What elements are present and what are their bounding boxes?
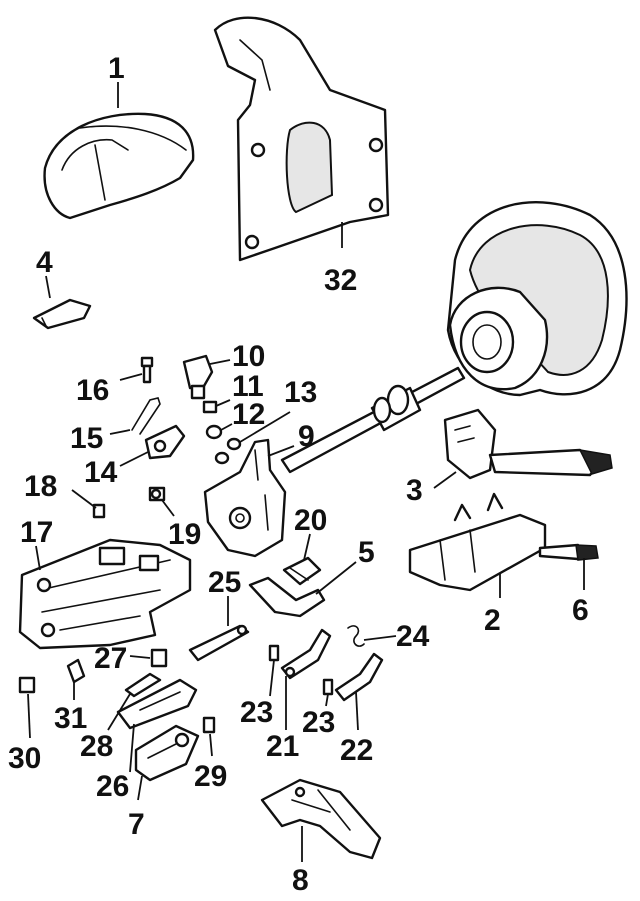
part-11-retainer [202, 400, 218, 414]
part-26-rack [116, 678, 198, 730]
callout-19: 19 [168, 518, 201, 551]
part-32-bracket [213, 16, 390, 262]
callout-18: 18 [24, 470, 57, 503]
part-15-rod [131, 397, 161, 435]
callout-30: 30 [8, 742, 41, 775]
callout-22: 22 [340, 734, 373, 767]
callout-13: 13 [284, 376, 317, 409]
part-10-lock-cylinder [182, 354, 214, 400]
steering-wheel [446, 201, 628, 397]
part-3-multifunction-switch [443, 408, 613, 480]
callout-5: 5 [358, 536, 375, 569]
part-7-actuator-housing [134, 724, 200, 782]
callout-3: 3 [406, 474, 423, 507]
part-21-shift-lever [280, 628, 332, 680]
callout-12: 12 [232, 398, 265, 431]
callout-6: 6 [572, 594, 589, 627]
callout-32: 32 [324, 264, 357, 297]
callout-31: 31 [54, 702, 87, 735]
part-23-pin-right [322, 678, 334, 696]
callout-10: 10 [232, 340, 265, 373]
callout-20: 20 [294, 504, 327, 537]
part-22-lever [334, 652, 384, 702]
part-13-screw [226, 437, 242, 451]
callout-24: 24 [396, 620, 430, 653]
callout-15: 15 [70, 422, 103, 455]
callout-1: 1 [108, 52, 125, 85]
callout-7: 7 [128, 808, 145, 841]
part-8-lower-bracket [260, 778, 382, 860]
callout-26: 26 [96, 770, 129, 803]
part-27-bracket [150, 648, 168, 668]
callout-9: 9 [298, 420, 315, 453]
callout-11: 11 [232, 370, 264, 403]
part-25-link [188, 624, 250, 662]
part-20-switch [282, 556, 322, 586]
part-18-pin [92, 503, 106, 519]
steering-shaft [280, 366, 466, 474]
callout-23-left: 23 [240, 696, 273, 729]
part-30-nut [18, 676, 36, 694]
part-16-bolt [140, 356, 154, 384]
part-1-upper-shroud [43, 112, 195, 220]
part-9-lock-housing [203, 438, 287, 558]
part-31-clip [66, 658, 86, 684]
part-5-lever [248, 576, 326, 618]
part-29-screw [202, 716, 216, 734]
part-4-clip [32, 298, 92, 330]
part-28-pawl [124, 672, 162, 698]
part-6-lever-knob [538, 543, 599, 561]
callout-27: 27 [94, 642, 127, 675]
part-2-lower-shroud [408, 492, 547, 592]
callout-17: 17 [20, 516, 53, 549]
callout-23-right: 23 [302, 706, 335, 739]
part-17-column-housing [18, 538, 192, 650]
callout-14: 14 [84, 456, 118, 489]
part-12-clip [205, 424, 223, 440]
part-23-pin-left [268, 644, 280, 662]
callout-28: 28 [80, 730, 113, 763]
callout-25: 25 [208, 566, 241, 599]
callout-29: 29 [194, 760, 227, 793]
callout-2: 2 [484, 604, 501, 637]
part-24-spring [347, 625, 365, 647]
part-14-actuator [144, 424, 186, 460]
callout-8: 8 [292, 864, 309, 897]
callout-4: 4 [36, 246, 53, 279]
part-19-bushing [148, 486, 166, 502]
callout-21: 21 [266, 730, 299, 763]
callout-16: 16 [76, 374, 109, 407]
